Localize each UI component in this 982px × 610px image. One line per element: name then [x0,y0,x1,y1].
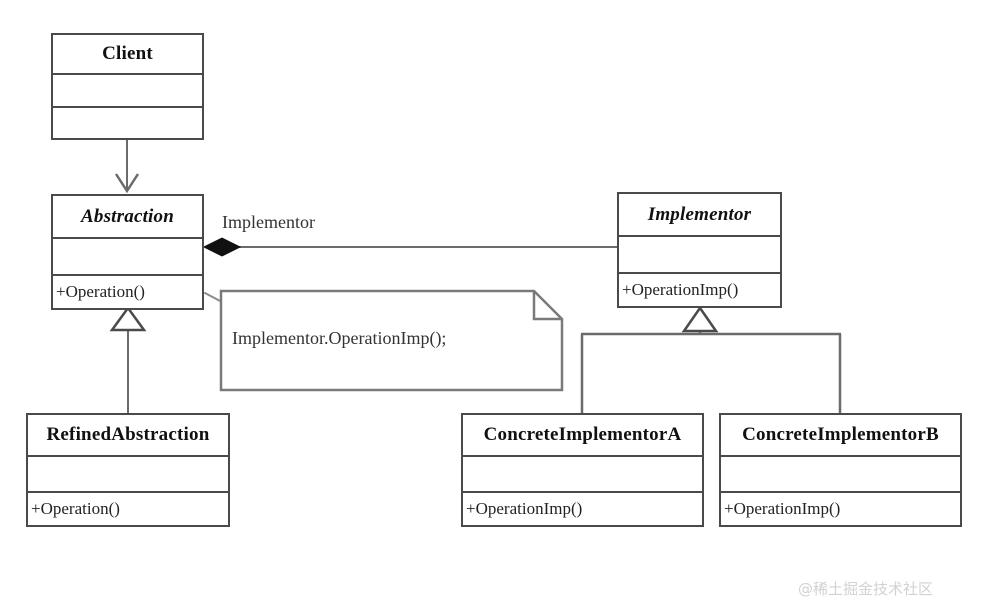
class-box-abstraction[interactable]: Abstraction +Operation() [51,194,204,310]
class-operations-compartment: +OperationImp() [721,493,960,525]
class-attributes-compartment [619,237,780,274]
class-name-label: Client [102,43,153,64]
class-name-label: ConcreteImplementorA [483,424,682,445]
class-box-concrete-implementor-b[interactable]: ConcreteImplementorB +OperationImp() [719,413,962,527]
class-box-refined-abstraction[interactable]: RefinedAbstraction +Operation() [26,413,230,527]
edge-client-uses-abstraction [114,140,140,194]
class-name-compartment: Implementor [619,194,780,237]
class-attributes-compartment [53,75,202,108]
operation-label: +Operation() [31,499,120,518]
class-box-client[interactable]: Client [51,33,204,140]
operation-label: +OperationImp() [724,499,841,518]
class-name-label: ConcreteImplementorB [742,424,939,445]
class-attributes-compartment [53,239,202,276]
class-attributes-compartment [721,457,960,493]
edge-concrete-implementors-generalization [580,305,842,413]
watermark-label: @稀土掘金技术社区 [798,580,934,598]
class-name-compartment: Client [53,35,202,75]
class-name-compartment: Abstraction [53,196,202,239]
class-name-label: Abstraction [81,205,174,227]
operation-label: +OperationImp() [622,280,739,299]
edge-abstraction-has-implementor [202,237,617,257]
class-box-implementor[interactable]: Implementor +OperationImp() [617,192,782,308]
class-name-label: RefinedAbstraction [46,424,210,445]
class-operations-compartment: +OperationImp() [463,493,702,525]
operation-label: +OperationImp() [466,499,583,518]
class-operations-compartment: +Operation() [28,493,228,525]
class-name-label: Implementor [647,203,752,225]
class-attributes-compartment [463,457,702,493]
class-name-compartment: ConcreteImplementorA [463,415,702,457]
class-box-concrete-implementor-a[interactable]: ConcreteImplementorA +OperationImp() [461,413,704,527]
association-role-label: Implementor [222,212,315,232]
operation-label: +Operation() [56,282,145,301]
class-attributes-compartment [28,457,228,493]
class-name-compartment: RefinedAbstraction [28,415,228,457]
class-operations-compartment [53,108,202,138]
note-text: Implementor.OperationImp(); [232,328,447,348]
class-operations-compartment: +OperationImp() [619,274,780,306]
class-name-compartment: ConcreteImplementorB [721,415,960,457]
edge-refined-extends-abstraction [109,305,147,413]
class-operations-compartment: +Operation() [53,276,202,308]
